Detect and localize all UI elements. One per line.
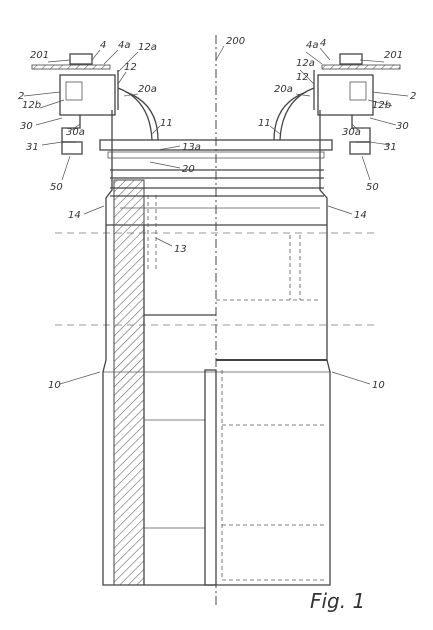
label-4a-right: 4a xyxy=(306,40,319,51)
inner-sleeve xyxy=(143,225,217,586)
label-201-right: 201 xyxy=(384,50,403,61)
hidden-lines-left xyxy=(147,195,157,270)
label-31-left: 31 xyxy=(26,142,39,153)
label-14-right: 14 xyxy=(354,210,367,221)
label-4-left: 4 xyxy=(100,40,106,51)
right-fitting xyxy=(317,53,401,155)
label-2-left: 2 xyxy=(18,91,24,102)
label-20: 20 xyxy=(182,164,195,175)
label-10-right: 10 xyxy=(372,380,385,391)
upper-assembly xyxy=(99,110,333,225)
label-4a-left: 4a xyxy=(118,40,131,51)
label-201-left: 201 xyxy=(30,50,49,61)
leader-lines xyxy=(23,45,409,385)
label-30-left: 30 xyxy=(20,121,33,132)
label-31-right: 31 xyxy=(384,142,397,153)
label-12a-left: 12a xyxy=(138,42,157,53)
label-12a-right: 12a xyxy=(296,58,315,69)
label-11-left: 11 xyxy=(160,118,173,129)
left-fitting xyxy=(31,53,116,155)
hatched-wall xyxy=(113,179,145,586)
hidden-lines-right xyxy=(216,235,327,581)
label-20a-right: 20a xyxy=(274,84,293,95)
label-30a-right: 30a xyxy=(342,127,361,138)
label-11-right: 11 xyxy=(258,118,271,129)
label-30-right: 30 xyxy=(396,121,409,132)
label-200: 200 xyxy=(226,36,245,47)
label-20a-left: 20a xyxy=(138,84,157,95)
label-12b-right: 12b xyxy=(372,100,391,111)
label-4-right: 4 xyxy=(320,38,326,49)
label-12b-left: 12b xyxy=(22,100,41,111)
label-12-right: 12 xyxy=(296,72,309,83)
label-50-right: 50 xyxy=(366,182,379,193)
label-13a: 13a xyxy=(182,142,201,153)
label-10-left: 10 xyxy=(48,380,61,391)
label-14-left: 14 xyxy=(68,210,81,221)
label-13: 13 xyxy=(174,244,187,255)
figure-label: Fig. 1 xyxy=(310,589,365,613)
label-12-left: 12 xyxy=(124,62,137,73)
label-30a-left: 30a xyxy=(66,127,85,138)
label-50-left: 50 xyxy=(50,182,63,193)
label-2-right: 2 xyxy=(410,91,416,102)
